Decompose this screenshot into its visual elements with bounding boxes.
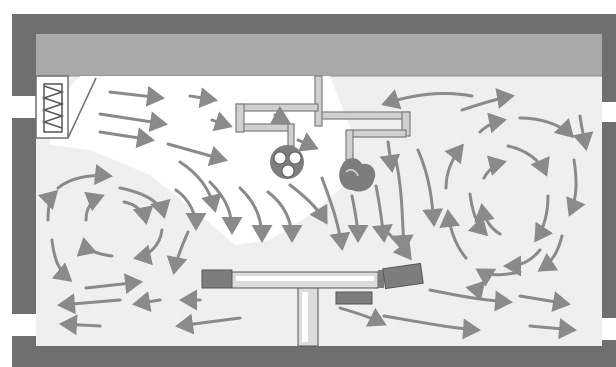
airflow-arrow [174,188,207,231]
airflow-arrow [467,192,489,237]
operating-table [201,262,424,347]
airflow-arrow [98,127,155,149]
airflow-arrows [37,85,594,340]
airflow-arrow [84,191,105,222]
airflow-arrow [50,238,73,282]
airflow-arrow [518,116,575,139]
airflow-arrow [371,184,393,243]
left-wall-upper [12,14,36,96]
airflow-arrow [188,87,218,108]
airflow-arrow [133,228,164,266]
airflow-arrow [506,144,550,177]
airflow-arrow [288,183,328,225]
airflow-arrow [269,105,291,125]
airflow-arrow [537,234,564,272]
airflow-arrow [320,176,351,251]
airflow-arrow [482,155,507,180]
airflow-arrow [534,194,554,243]
airflow-arrow [37,189,59,222]
airflow-arrow [175,313,242,335]
airflow-arrow [465,280,486,301]
airflow-arrow [108,85,165,107]
airflow-arrow [296,132,319,152]
airflow-arrow [98,111,168,133]
airflow-arrow [439,209,468,260]
airflow-arrow [382,314,481,340]
airflow-arrow [528,318,577,340]
airflow-arrow [210,111,233,132]
airflow-arrow [57,293,122,315]
airflow-arrow [84,273,143,295]
surgical-light-left [270,145,304,179]
airflow-arrow [379,140,401,173]
airflow-arrow [566,158,586,217]
airflow-arrow [416,148,444,227]
airflow-arrow [381,89,474,110]
floor [12,346,616,367]
right-wall-upper [602,14,616,102]
top-wall [12,14,616,34]
right-wall-middle [602,122,616,318]
airflow-arrow [118,186,171,219]
airflow-arrow [503,248,542,277]
left-wall-middle [12,118,36,314]
airflow-arrow [56,164,113,190]
airflow-arrow [444,143,464,190]
airflow-arrow [166,230,190,275]
airflow-arrow [208,180,243,235]
airflow-arrow [382,226,412,261]
airflow-arrow [338,306,387,327]
airflow-arrow [76,237,114,258]
airflow-arrow [460,88,515,112]
supply-air-diffuser [35,75,97,139]
airflow-arrow [166,142,228,167]
airflow-arrow [59,314,102,336]
surgical-light-right [339,158,376,192]
airflow-arrow [132,291,162,312]
airflow-arrow [347,194,369,243]
ceiling-plenum [36,34,602,76]
airflow-arrow [122,200,154,225]
airflow-arrow [266,190,303,243]
airflow-arrow [478,112,507,134]
airflow-arrow [572,114,594,151]
outer-walls [12,14,616,367]
airflow-arrow [178,160,222,213]
airflow-arrow [518,291,571,312]
airflow-arrow [238,186,273,243]
